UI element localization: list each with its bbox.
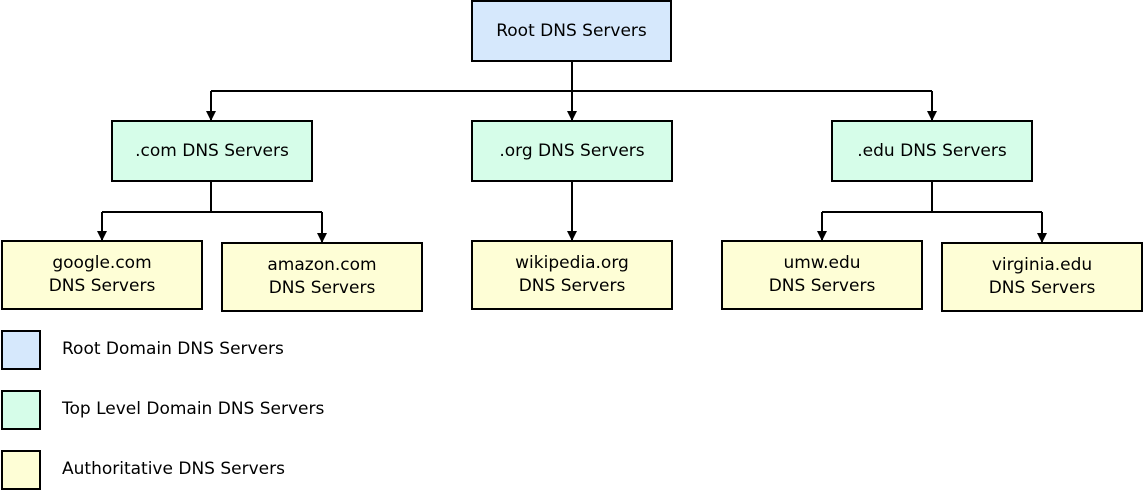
- com-dns-label: .com DNS Servers: [135, 140, 289, 161]
- google-dns-label-line1: google.com: [52, 253, 152, 273]
- amazon-dns-label-line1: amazon.com: [267, 255, 377, 275]
- virginia-dns-label-line2: DNS Servers: [988, 278, 1096, 298]
- edu-dns-node: .edu DNS Servers: [831, 120, 1033, 182]
- org-dns-label: .org DNS Servers: [499, 140, 645, 161]
- legend-swatch-authoritative: [1, 450, 41, 490]
- amazon-dns-label-line2: DNS Servers: [268, 278, 376, 298]
- umw-dns-node: umw.edu DNS Servers: [721, 240, 923, 310]
- virginia-dns-label-line1: virginia.edu: [991, 255, 1093, 275]
- google-dns-label-line2: DNS Servers: [48, 276, 156, 296]
- wikipedia-dns-node: wikipedia.org DNS Servers: [471, 240, 673, 310]
- legend-label-root: Root Domain DNS Servers: [62, 339, 284, 359]
- root-dns-label: Root DNS Servers: [496, 20, 647, 41]
- legend-label-authoritative: Authoritative DNS Servers: [62, 459, 285, 479]
- root-dns-node: Root DNS Servers: [471, 0, 672, 62]
- legend-swatch-root: [1, 330, 41, 370]
- edu-dns-label: .edu DNS Servers: [857, 140, 1007, 161]
- legend-swatch-tld: [1, 390, 41, 430]
- legend-label-tld: Top Level Domain DNS Servers: [62, 399, 325, 419]
- virginia-dns-node: virginia.edu DNS Servers: [941, 242, 1143, 312]
- org-dns-node: .org DNS Servers: [471, 120, 673, 182]
- google-dns-node: google.com DNS Servers: [1, 240, 203, 310]
- wikipedia-dns-label-line2: DNS Servers: [518, 276, 626, 296]
- umw-dns-label-line2: DNS Servers: [768, 276, 876, 296]
- amazon-dns-node: amazon.com DNS Servers: [221, 242, 423, 312]
- wikipedia-dns-label-line1: wikipedia.org: [515, 253, 629, 273]
- com-dns-node: .com DNS Servers: [111, 120, 313, 182]
- umw-dns-label-line1: umw.edu: [783, 253, 861, 273]
